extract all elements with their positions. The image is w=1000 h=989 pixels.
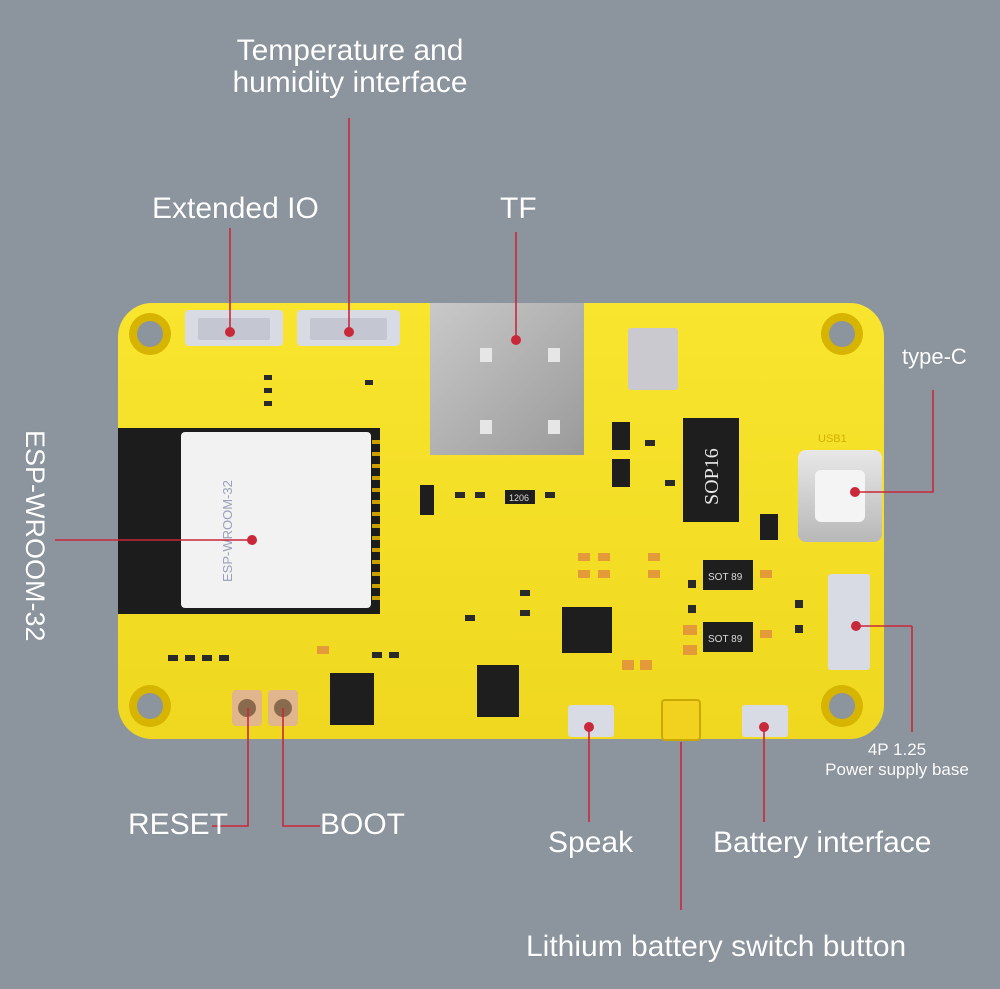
temp-humidity-label: Temperature and humidity interface [220,35,480,99]
sot89-label-b: SOT 89 [708,634,743,645]
power-supply-connector [828,574,870,670]
esp-wroom-label: ESP-WROOM-32 [20,430,50,642]
orange-capacitors [317,553,772,670]
reset-button [232,690,262,726]
soic-chip-center [562,607,612,653]
power-supply-label: 4P 1.25 Power supply base [812,740,982,780]
mounting-holes [129,313,863,727]
sop16-label: SOP16 [701,448,723,505]
soic-chip-lower [477,665,519,717]
callout-lines [55,118,934,910]
sot89-part-a [703,560,753,590]
diodes [420,422,778,540]
callout-dots [225,327,861,732]
reset-label: RESET [128,808,229,841]
tf-label: TF [500,192,537,225]
esp-wroom-module [118,428,380,614]
sot89-label-a: SOT 89 [708,572,743,583]
temp-humidity-line1: Temperature and [236,34,464,67]
fpc-connector [628,328,678,390]
lithium-switch [661,699,701,741]
usb-ref-label: USB1 [818,433,847,445]
resistor-1206-label: 1206 [509,493,529,503]
battery-connector [742,705,788,737]
tssop-chip [330,673,374,725]
sop16-chip [683,418,739,522]
extended-io-label: Extended IO [152,192,319,225]
resistor-1206 [505,490,535,504]
usb-type-c-port [798,450,882,542]
sot89-part-b [703,622,753,652]
lithium-switch-label: Lithium battery switch button [526,930,907,963]
battery-interface-label: Battery interface [713,826,932,859]
boot-label: BOOT [320,808,406,841]
tf-card-slot [430,303,584,455]
speaker-connector [568,705,614,737]
module-print-text: ESP-WROOM-32 [220,480,235,582]
extended-io-connector [185,310,283,346]
smd-components [168,375,803,661]
type-c-label: type-C [902,344,967,369]
power-line1: 4P 1.25 [867,740,927,759]
temp-humidity-line2: humidity interface [232,66,468,99]
speak-label: Speak [548,826,634,859]
power-line2: Power supply base [825,760,969,779]
